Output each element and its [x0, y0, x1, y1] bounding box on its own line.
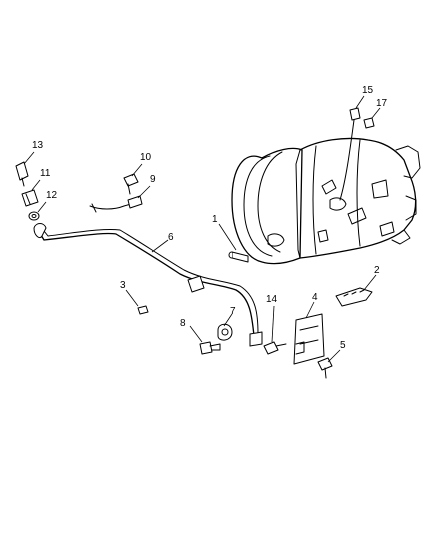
- callout-7: 7: [230, 306, 236, 317]
- part-15-connector: [339, 95, 365, 201]
- part-5-bolt: [317, 349, 341, 379]
- callout-9: 9: [150, 174, 156, 185]
- part-10-bolt: [123, 163, 143, 195]
- callout-11: 11: [40, 168, 51, 179]
- part-7-clip: [217, 313, 233, 341]
- callout-12: 12: [46, 190, 58, 201]
- callout-8: 8: [180, 318, 186, 329]
- transmission-assembly: [231, 137, 421, 265]
- callout-3: 3: [120, 280, 126, 291]
- callout-10: 10: [140, 152, 152, 163]
- callout-2: 2: [374, 265, 380, 276]
- part-12-o-ring: [28, 201, 47, 221]
- callout-labels: 1 2 3 4 5 6 7 8 9 10 11 12 13 14 15 17: [32, 85, 388, 351]
- part-11-fitting: [21, 179, 41, 207]
- callout-5: 5: [340, 340, 346, 351]
- part-8-bolt: [189, 325, 221, 355]
- part-3-pin: [125, 289, 149, 315]
- callout-6: 6: [168, 232, 174, 243]
- part-2-connector: [335, 274, 377, 307]
- callout-13: 13: [32, 140, 44, 151]
- callout-4: 4: [312, 292, 318, 303]
- callout-15: 15: [362, 85, 374, 96]
- part-14-bolt: [263, 305, 287, 355]
- part-13-dipstick-cap: [15, 151, 35, 187]
- part-1-bolt: [218, 223, 249, 263]
- callout-1: 1: [212, 214, 218, 225]
- callout-17: 17: [376, 98, 388, 109]
- part-9-sensor: [89, 185, 151, 213]
- part-6-dipstick-tube: [33, 223, 263, 347]
- part-4-bracket: [293, 301, 325, 365]
- callout-14: 14: [266, 294, 278, 305]
- part-17-clip: [363, 107, 381, 129]
